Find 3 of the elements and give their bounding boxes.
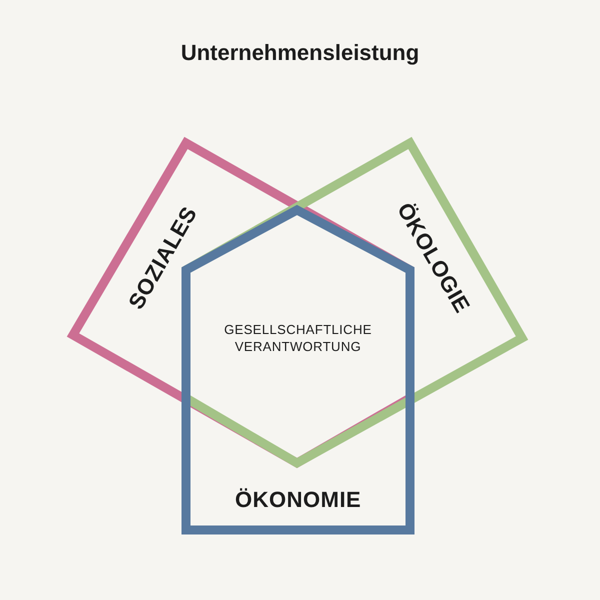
center-label: GESELLSCHAFTLICHE VERANTWORTUNG [223,321,373,355]
title: Unternehmensleistung [180,40,420,66]
shape-label: ÖKONOMIE [235,487,362,513]
